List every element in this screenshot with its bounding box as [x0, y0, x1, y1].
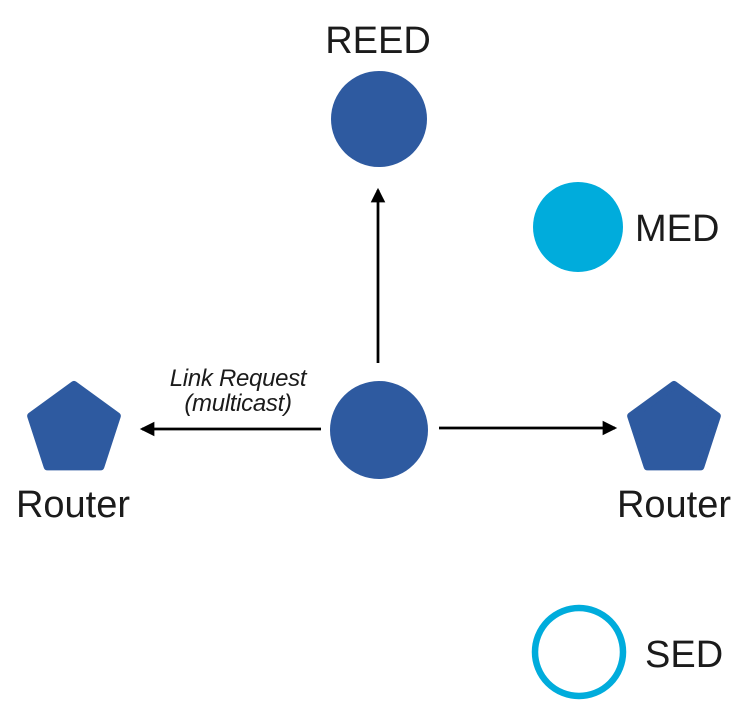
router-left-pentagon-icon [27, 381, 121, 471]
router-left-node [27, 381, 121, 471]
router-right-node [627, 381, 721, 471]
link-request-line2: (multicast) [184, 390, 291, 417]
reed-node-circle-icon [331, 71, 427, 167]
med-label: MED [635, 208, 719, 250]
router-left-label: Router [16, 484, 130, 526]
joining-node-circle-icon [330, 381, 428, 479]
router-right-pentagon-icon [627, 381, 721, 471]
reed-label: REED [325, 20, 431, 62]
link-request-annotation: Link Request (multicast) [170, 365, 308, 417]
link-request-line1: Link Request [170, 365, 308, 392]
med-node-circle-icon [533, 182, 623, 272]
sed-node-circle-icon [531, 604, 627, 700]
router-right-label: Router [617, 484, 731, 526]
sed-label: SED [645, 634, 723, 676]
